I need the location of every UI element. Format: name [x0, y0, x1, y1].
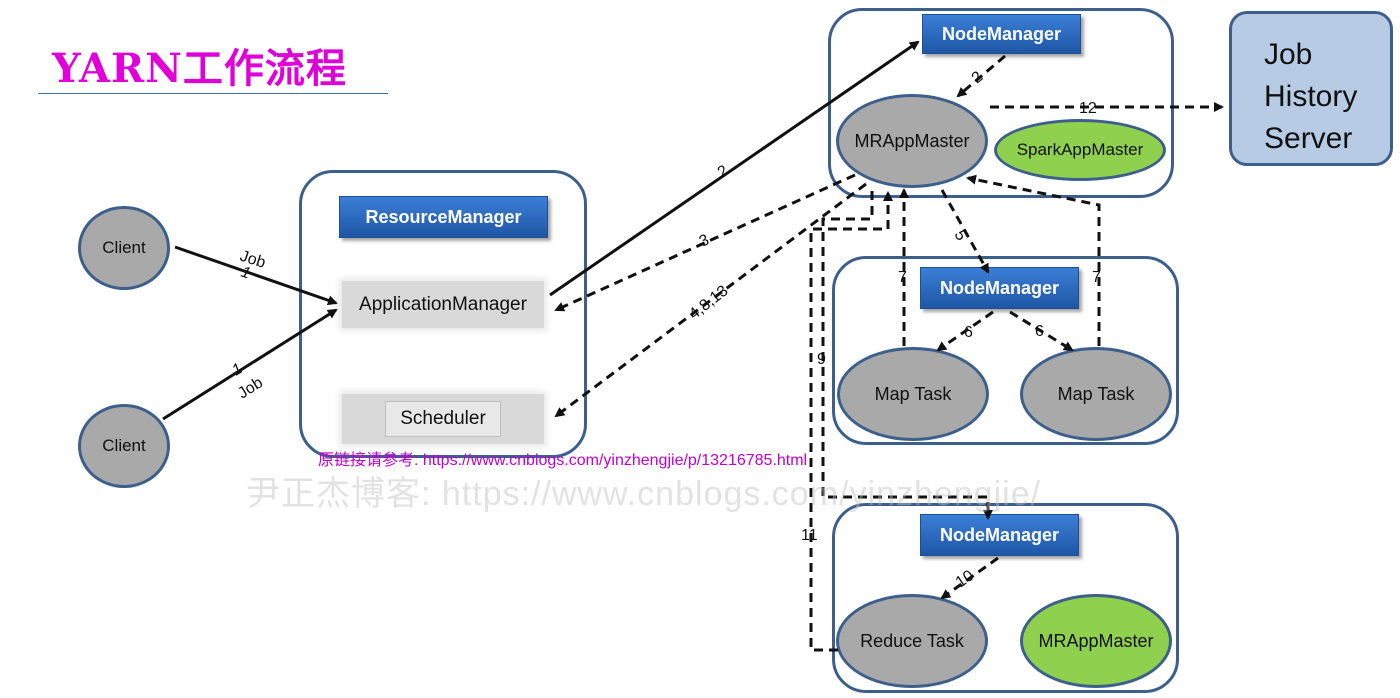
edge-label: 4,8,13 [686, 282, 732, 323]
job-history-line: History [1264, 80, 1358, 113]
edge-step7b [966, 174, 1101, 346]
edge-label: Job [235, 374, 266, 402]
application-manager-box: ApplicationManager [342, 281, 544, 328]
page-title: YARN工作流程 [52, 45, 347, 92]
edge-step2 [549, 40, 920, 297]
edge-step5 [940, 189, 990, 274]
spark-app-master-node: SparkAppMaster [994, 119, 1166, 181]
source-annotation: 原链接请参考: https://www.cnblogs.com/yinzheng… [318, 452, 808, 469]
title-underline [38, 93, 388, 94]
watermark: 尹正杰博客: https://www.cnblogs.com/yinzhengj… [246, 475, 1042, 513]
edge-step3 [554, 173, 856, 312]
edge-label: 9 [817, 351, 826, 368]
edge-step11 [809, 191, 893, 652]
edge-label: 11 [801, 527, 818, 544]
edge-label: 6 [964, 324, 973, 341]
edge-step6a [936, 310, 994, 352]
job-history-line: Job [1264, 38, 1313, 71]
client-node: Client [78, 206, 170, 290]
reduce-task-node: Reduce Task [836, 594, 988, 688]
node-manager-title: NodeManager [922, 14, 1081, 54]
node-manager-title: NodeManager [920, 267, 1079, 309]
map-task-node: Map Task [837, 347, 989, 441]
edge-label: 2 [969, 68, 987, 87]
edge-step9 [821, 191, 993, 520]
edge-step10 [940, 556, 999, 600]
scheduler-label: Scheduler [385, 401, 501, 437]
client-node: Client [78, 404, 170, 488]
mr-app-master-node: MRAppMaster [836, 94, 988, 188]
mr-app-master-node: MRAppMaster [1020, 594, 1172, 688]
edge-label: 7 [1092, 269, 1101, 286]
scheduler-box: Scheduler [342, 394, 544, 444]
job-history-server: Job History Server [1229, 11, 1393, 166]
edge-label: 3 [697, 231, 712, 250]
edge-label: 6 [1035, 323, 1044, 340]
edge-label: 12 [1079, 100, 1097, 117]
resource-manager-title: ResourceManager [339, 196, 548, 238]
edge-label: 7 [898, 269, 907, 286]
edge-step6b [1009, 310, 1074, 352]
edge-step2-nm [956, 54, 1006, 98]
job-history-line: Server [1264, 122, 1353, 155]
node-manager-title: NodeManager [920, 514, 1079, 556]
edge-step4 [554, 182, 867, 418]
edge-client2-submit [162, 308, 338, 421]
edge-client1-submit [174, 245, 338, 306]
map-task-node: Map Task [1020, 347, 1172, 441]
edge-label: 5 [951, 228, 970, 244]
